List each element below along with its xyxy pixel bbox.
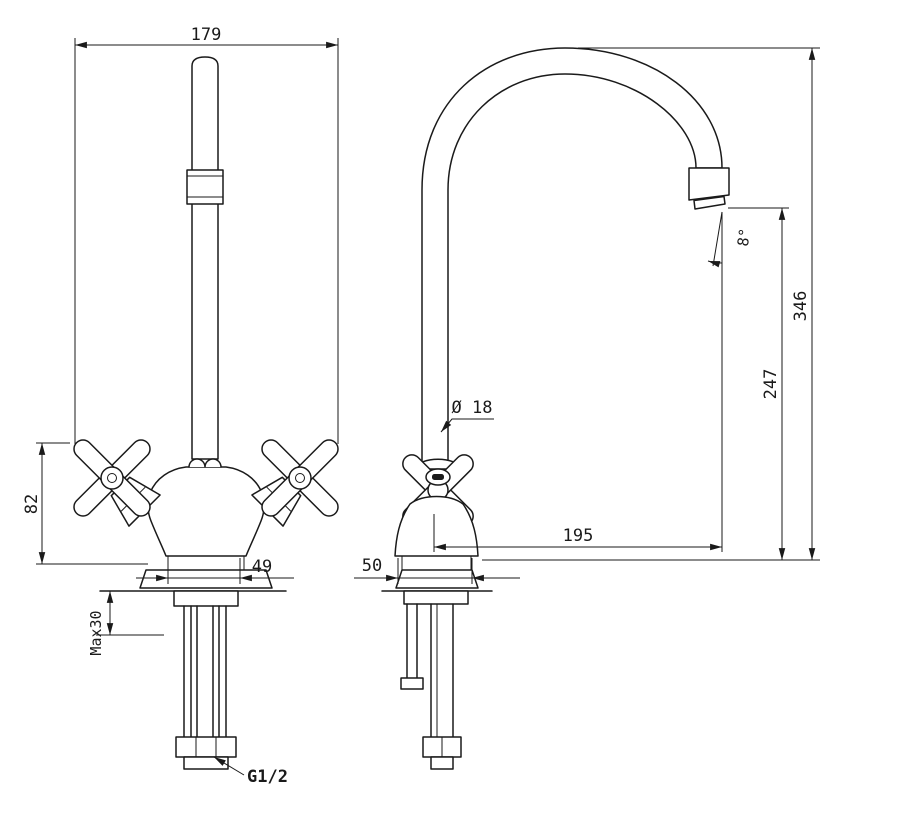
base-escutcheon-side [395,569,479,589]
right-handle [251,439,339,527]
supply-tails-front [173,590,239,770]
dim-outlet-angle-label: 8° [734,227,754,247]
front-view [73,56,339,770]
supply-tails-side [400,590,469,770]
dim-base-width-front: 49 [136,557,294,584]
spout-outlet [688,167,730,210]
dim-spout-width: 179 [74,25,339,444]
base-escutcheon-front [139,569,273,589]
dim-base-width-front-label: 49 [252,557,272,577]
dim-spout-width-label: 179 [191,25,222,45]
pipe-collar [186,169,224,205]
dim-thread-size-label: G1/2 [247,767,288,787]
dim-total-height-label: 346 [791,291,811,322]
left-handle [73,439,161,527]
dim-handle-height-label: 82 [22,494,42,514]
side-view [381,47,730,770]
dim-base-width-side-label: 50 [362,556,382,576]
dim-total-height: 346 [482,47,820,561]
dim-max-mount-thickness: Max30 [87,591,164,656]
dim-outlet-height: 247 [728,207,789,560]
dim-base-width-side: 50 [354,556,520,584]
faucet-body-side [394,495,479,557]
body-top-detail [188,458,222,468]
dim-spout-diameter-label: Ø 18 [452,398,493,418]
dim-max-mount-thickness-label: Max30 [87,610,105,655]
dim-outlet-angle: 8° [707,211,754,268]
handle-screw-slot [432,474,444,480]
dim-spout-diameter: Ø 18 [440,398,494,433]
dim-outlet-height-label: 247 [761,369,781,400]
dim-thread-size: G1/2 [213,756,288,787]
dim-spout-reach: 195 [433,212,723,552]
faucet-body-front [147,466,265,557]
dim-handle-height: 82 [22,442,148,565]
spout-pipe-front [191,56,219,460]
dimension-annotations: 179 82 Max30 49 G1/2 [22,25,820,787]
dim-spout-reach-label: 195 [563,526,594,546]
